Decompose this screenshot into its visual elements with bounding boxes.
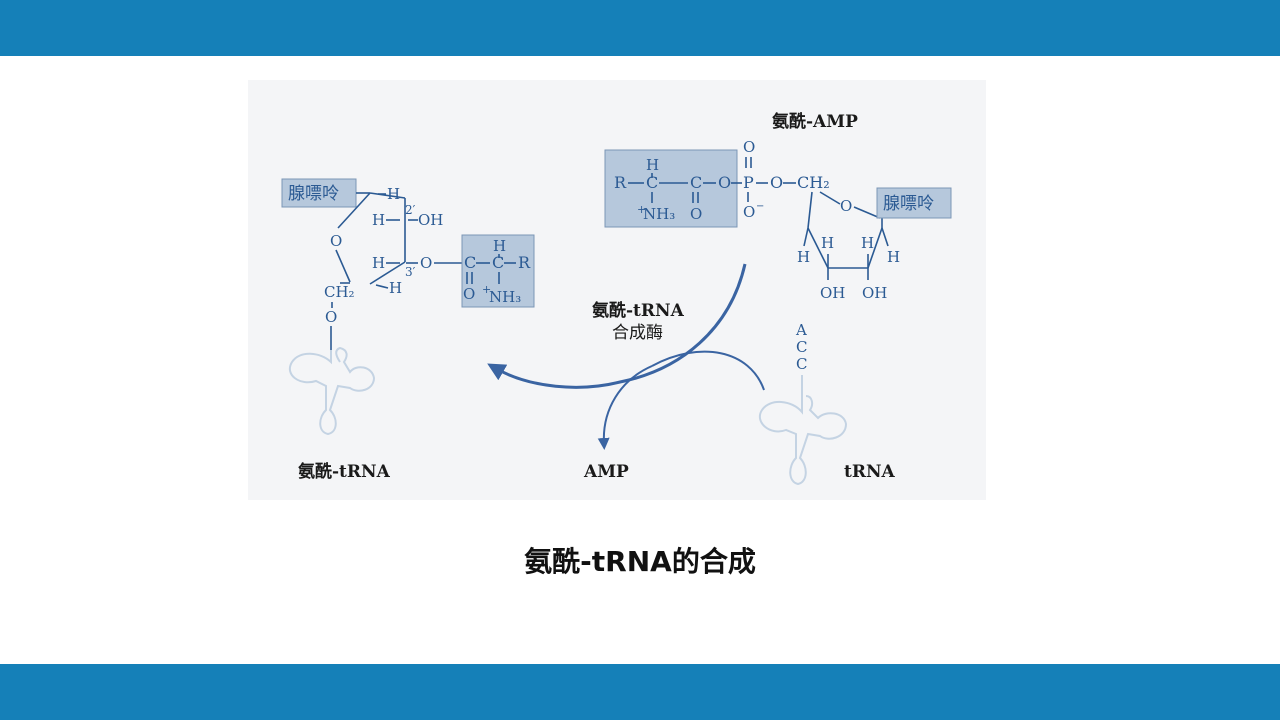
svg-text:−: − — [756, 201, 764, 212]
svg-text:O: O — [330, 232, 342, 250]
svg-text:C: C — [690, 173, 702, 192]
svg-text:OH: OH — [862, 284, 887, 302]
amino-acid-highlight-box-left — [461, 234, 535, 308]
adenine-label-left: 腺嘌呤 — [288, 184, 339, 204]
adenine-box-right — [876, 187, 952, 219]
svg-text:H: H — [861, 234, 874, 252]
top-banner — [0, 0, 1280, 56]
svg-text:H: H — [646, 156, 659, 174]
aminoacyl-amp-structure: 氨酰-AMP R H C C O + NH₃ O O P O − — [604, 111, 952, 302]
svg-text:H: H — [797, 248, 810, 266]
svg-text:H: H — [493, 237, 506, 255]
adenine-label-right: 腺嘌呤 — [883, 194, 934, 214]
svg-text:C: C — [464, 253, 476, 272]
main-reaction-arrow — [487, 263, 747, 389]
trna-structure-right: A C C — [759, 321, 848, 486]
svg-text:O: O — [690, 205, 702, 223]
enzyme-label-line2: 合成酶 — [612, 323, 663, 343]
svg-text:O: O — [420, 254, 432, 272]
diagram-figure: 氨酰-AMP R H C C O + NH₃ O O P O − — [248, 80, 986, 500]
svg-text:+: + — [482, 283, 491, 296]
aminoacyl-trna-structure: 腺嘌呤 O H H 2′ OH H 3′ O H H C — [281, 178, 535, 436]
svg-text:O: O — [743, 138, 755, 156]
carbon-2-label: 2′ — [405, 203, 416, 217]
svg-text:CH₂: CH₂ — [797, 173, 830, 192]
svg-text:P: P — [743, 173, 754, 192]
svg-text:O: O — [463, 285, 475, 303]
svg-text:H: H — [887, 248, 900, 266]
svg-text:H: H — [387, 185, 400, 203]
svg-text:NH₃: NH₃ — [643, 205, 675, 223]
adenine-box-left — [281, 178, 357, 208]
trna-cloverleaf-right — [759, 375, 848, 486]
svg-text:R: R — [518, 253, 531, 272]
amino-acid-highlight-box — [604, 149, 738, 228]
svg-text:OH: OH — [418, 211, 443, 229]
svg-text:O: O — [840, 197, 852, 215]
bottom-banner — [0, 664, 1280, 720]
svg-text:R: R — [614, 173, 627, 192]
svg-text:O: O — [718, 173, 731, 192]
svg-text:NH₃: NH₃ — [489, 288, 521, 306]
trna-entry-arrow — [651, 350, 765, 391]
svg-text:+: + — [637, 203, 646, 216]
svg-text:C: C — [646, 173, 658, 192]
svg-text:H: H — [389, 279, 402, 297]
svg-text:H: H — [821, 234, 834, 252]
svg-text:O: O — [325, 308, 337, 326]
svg-text:CH₂: CH₂ — [324, 283, 355, 301]
aminoacyl-amp-label: 氨酰-AMP — [772, 111, 858, 132]
slide-caption: 氨酰-tRNA的合成 — [524, 545, 756, 578]
amp-label: AMP — [583, 462, 629, 482]
acc-letter-2: C — [796, 338, 807, 356]
trna-label: tRNA — [844, 462, 896, 482]
svg-text:OH: OH — [820, 284, 845, 302]
svg-text:C: C — [492, 253, 504, 272]
svg-text:H: H — [372, 254, 385, 272]
acc-letter-3: C — [796, 355, 807, 373]
enzyme-label-line1: 氨酰-tRNA — [592, 300, 685, 321]
svg-text:O: O — [770, 173, 783, 192]
acc-letter-1: A — [795, 321, 807, 339]
svg-text:O: O — [743, 203, 755, 221]
amp-release-arrow — [597, 365, 653, 450]
carbon-3-label: 3′ — [405, 265, 416, 279]
aminoacyl-trna-label: 氨酰-tRNA — [298, 461, 391, 482]
svg-text:H: H — [372, 211, 385, 229]
trna-cloverleaf-left — [289, 346, 376, 436]
